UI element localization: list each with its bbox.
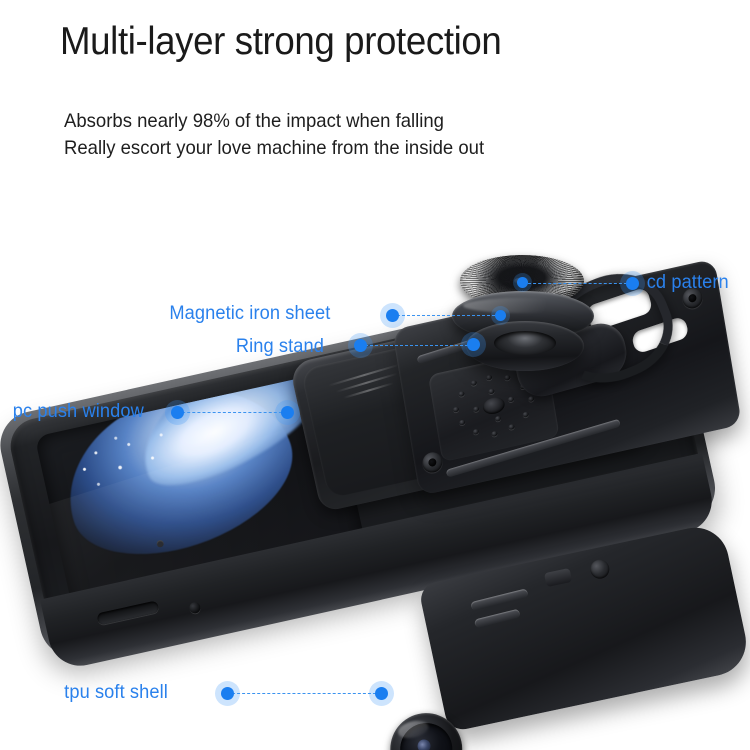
ring-stand-assembly [440, 255, 687, 405]
power-button-cutout [473, 608, 521, 629]
leader-line-tpu-soft-shell [227, 693, 381, 694]
callout-label-ring-stand: Ring stand [235, 336, 325, 357]
callout-label-cd-pattern: cd pattern [646, 272, 729, 293]
subtitle-block: Absorbs nearly 98% of the impact when fa… [64, 108, 484, 162]
rail-screw [588, 557, 612, 581]
ring-stand-hole [494, 331, 556, 355]
volume-button-cutout [470, 588, 529, 612]
camera-module [251, 670, 585, 750]
subtitle-line-1: Absorbs nearly 98% of the impact when fa… [64, 110, 444, 132]
callout-dot-magnetic-iron-sheet[interactable] [386, 309, 399, 322]
leader-line-pc-push-window [177, 412, 287, 413]
callout-dot-tpu-soft-shell[interactable] [221, 687, 234, 700]
leader-line-cd-pattern [523, 283, 632, 284]
callout-target-dot-cd-pattern[interactable] [517, 277, 528, 288]
leader-line-magnetic-iron-sheet [392, 315, 500, 316]
callout-target-dot-pc-push-window[interactable] [281, 406, 294, 419]
callout-label-magnetic-iron-sheet: Magnetic iron sheet [169, 303, 331, 324]
callout-dot-pc-push-window[interactable] [171, 406, 184, 419]
rail-nub [543, 567, 573, 588]
callout-dot-ring-stand[interactable] [354, 339, 367, 352]
subtitle-line-2: Really escort your love machine from the… [64, 137, 485, 159]
callout-dot-cd-pattern[interactable] [626, 277, 639, 290]
callout-target-dot-tpu-soft-shell[interactable] [375, 687, 388, 700]
camera-lens [383, 706, 470, 750]
callout-label-pc-push-window: pc push window [12, 401, 144, 422]
ring-stand-base [466, 321, 584, 371]
leader-line-ring-stand [360, 345, 473, 346]
callout-label-tpu-soft-shell: tpu soft shell [64, 682, 168, 703]
speaker-cutout [289, 361, 306, 374]
callout-target-dot-magnetic-iron-sheet[interactable] [495, 310, 506, 321]
page-title: Multi-layer strong protection [60, 20, 502, 63]
callout-target-dot-ring-stand[interactable] [467, 338, 480, 351]
